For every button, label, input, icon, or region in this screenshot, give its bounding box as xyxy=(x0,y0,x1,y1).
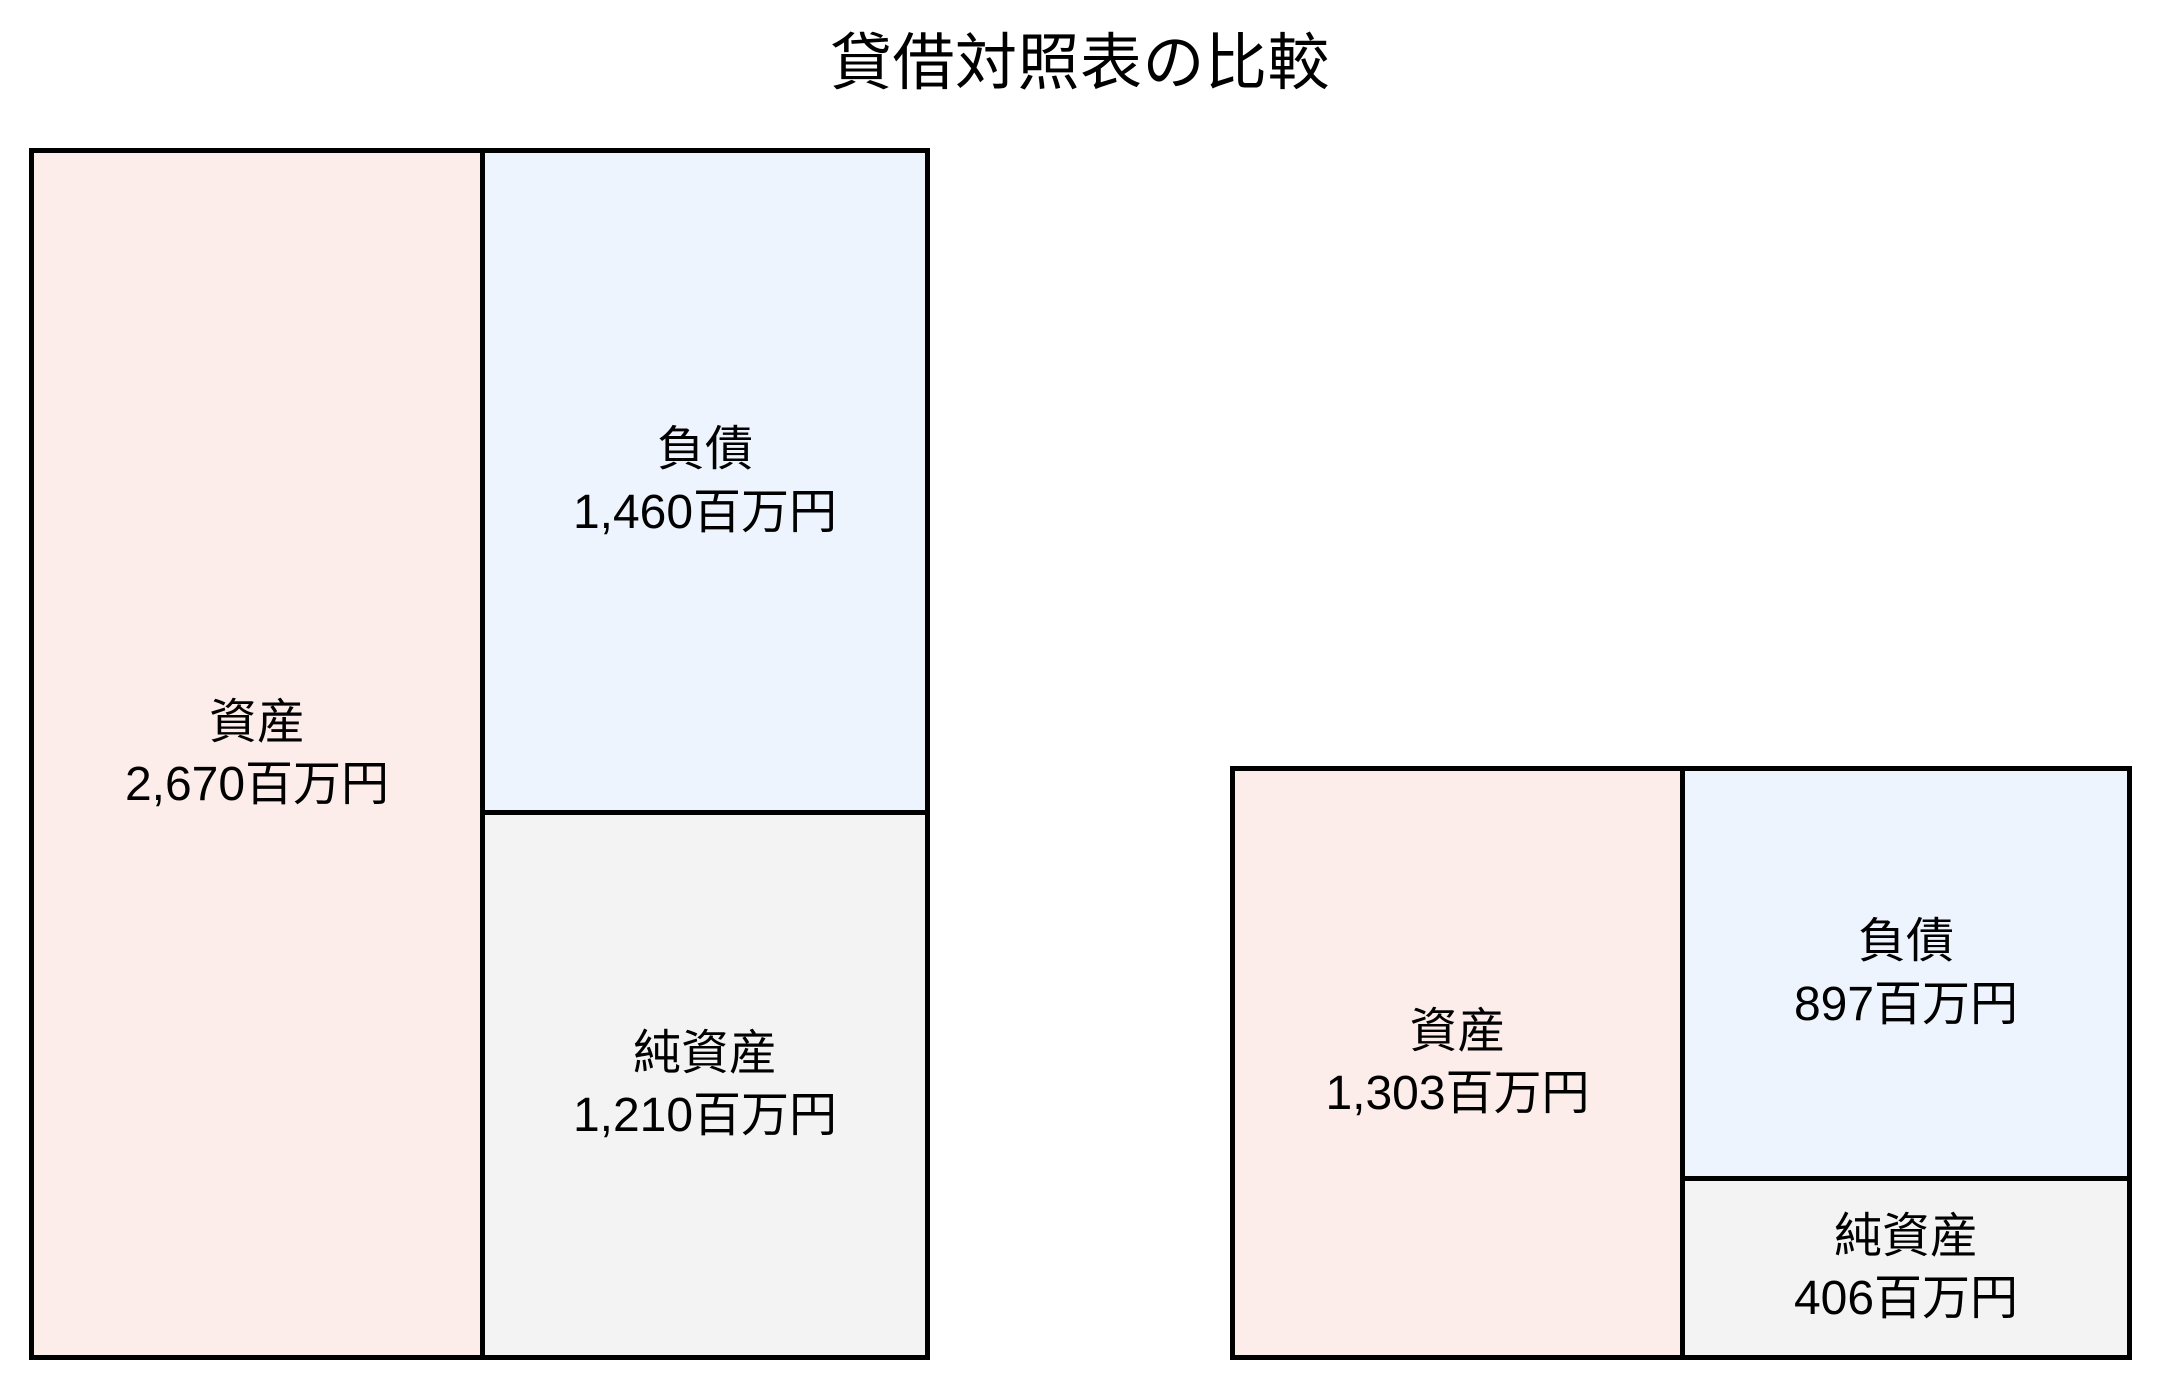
left-netasset-value: 1,210百万円 xyxy=(572,1089,838,1142)
right-asset-box[interactable]: 資産 1,303百万円 xyxy=(1230,766,1685,1360)
left-asset-value: 2,670百万円 xyxy=(124,758,390,811)
left-asset-box[interactable]: 資産 2,670百万円 xyxy=(29,148,485,1360)
right-liability-label: 負債 897百万円 xyxy=(1794,911,2018,1036)
left-netasset-box[interactable]: 純資産 1,210百万円 xyxy=(480,810,930,1360)
right-liability-box[interactable]: 負債 897百万円 xyxy=(1680,766,2132,1181)
balance-sheet-right: 資産 1,303百万円 負債 897百万円 純資産 406百万円 xyxy=(1230,766,2132,1360)
left-asset-name: 資産 xyxy=(208,695,305,749)
balance-sheet-left: 資産 2,670百万円 負債 1,460百万円 純資産 1,210百万円 xyxy=(29,148,930,1360)
left-netasset-label: 純資産 1,210百万円 xyxy=(573,1023,837,1148)
right-asset-value: 1,303百万円 xyxy=(1325,1067,1590,1120)
right-liability-value: 897百万円 xyxy=(1793,977,2019,1031)
right-netasset-label: 純資産 406百万円 xyxy=(1794,1206,2018,1331)
right-netasset-box[interactable]: 純資産 406百万円 xyxy=(1680,1176,2132,1360)
left-liability-name: 負債 xyxy=(656,423,753,477)
right-asset-name: 資産 xyxy=(1409,1004,1506,1058)
left-liability-box[interactable]: 負債 1,460百万円 xyxy=(480,148,930,815)
right-asset-label: 資産 1,303百万円 xyxy=(1325,1001,1589,1126)
right-liability-name: 負債 xyxy=(1857,915,1954,969)
left-liability-value: 1,460百万円 xyxy=(572,485,838,539)
left-netasset-name: 純資産 xyxy=(632,1026,777,1080)
left-asset-label: 資産 2,670百万円 xyxy=(125,692,389,817)
right-netasset-value: 406百万円 xyxy=(1793,1272,2019,1325)
page-title: 貸借対照表の比較 xyxy=(829,29,1330,98)
left-liability-label: 負債 1,460百万円 xyxy=(573,419,837,544)
right-netasset-name: 純資産 xyxy=(1833,1209,1978,1263)
